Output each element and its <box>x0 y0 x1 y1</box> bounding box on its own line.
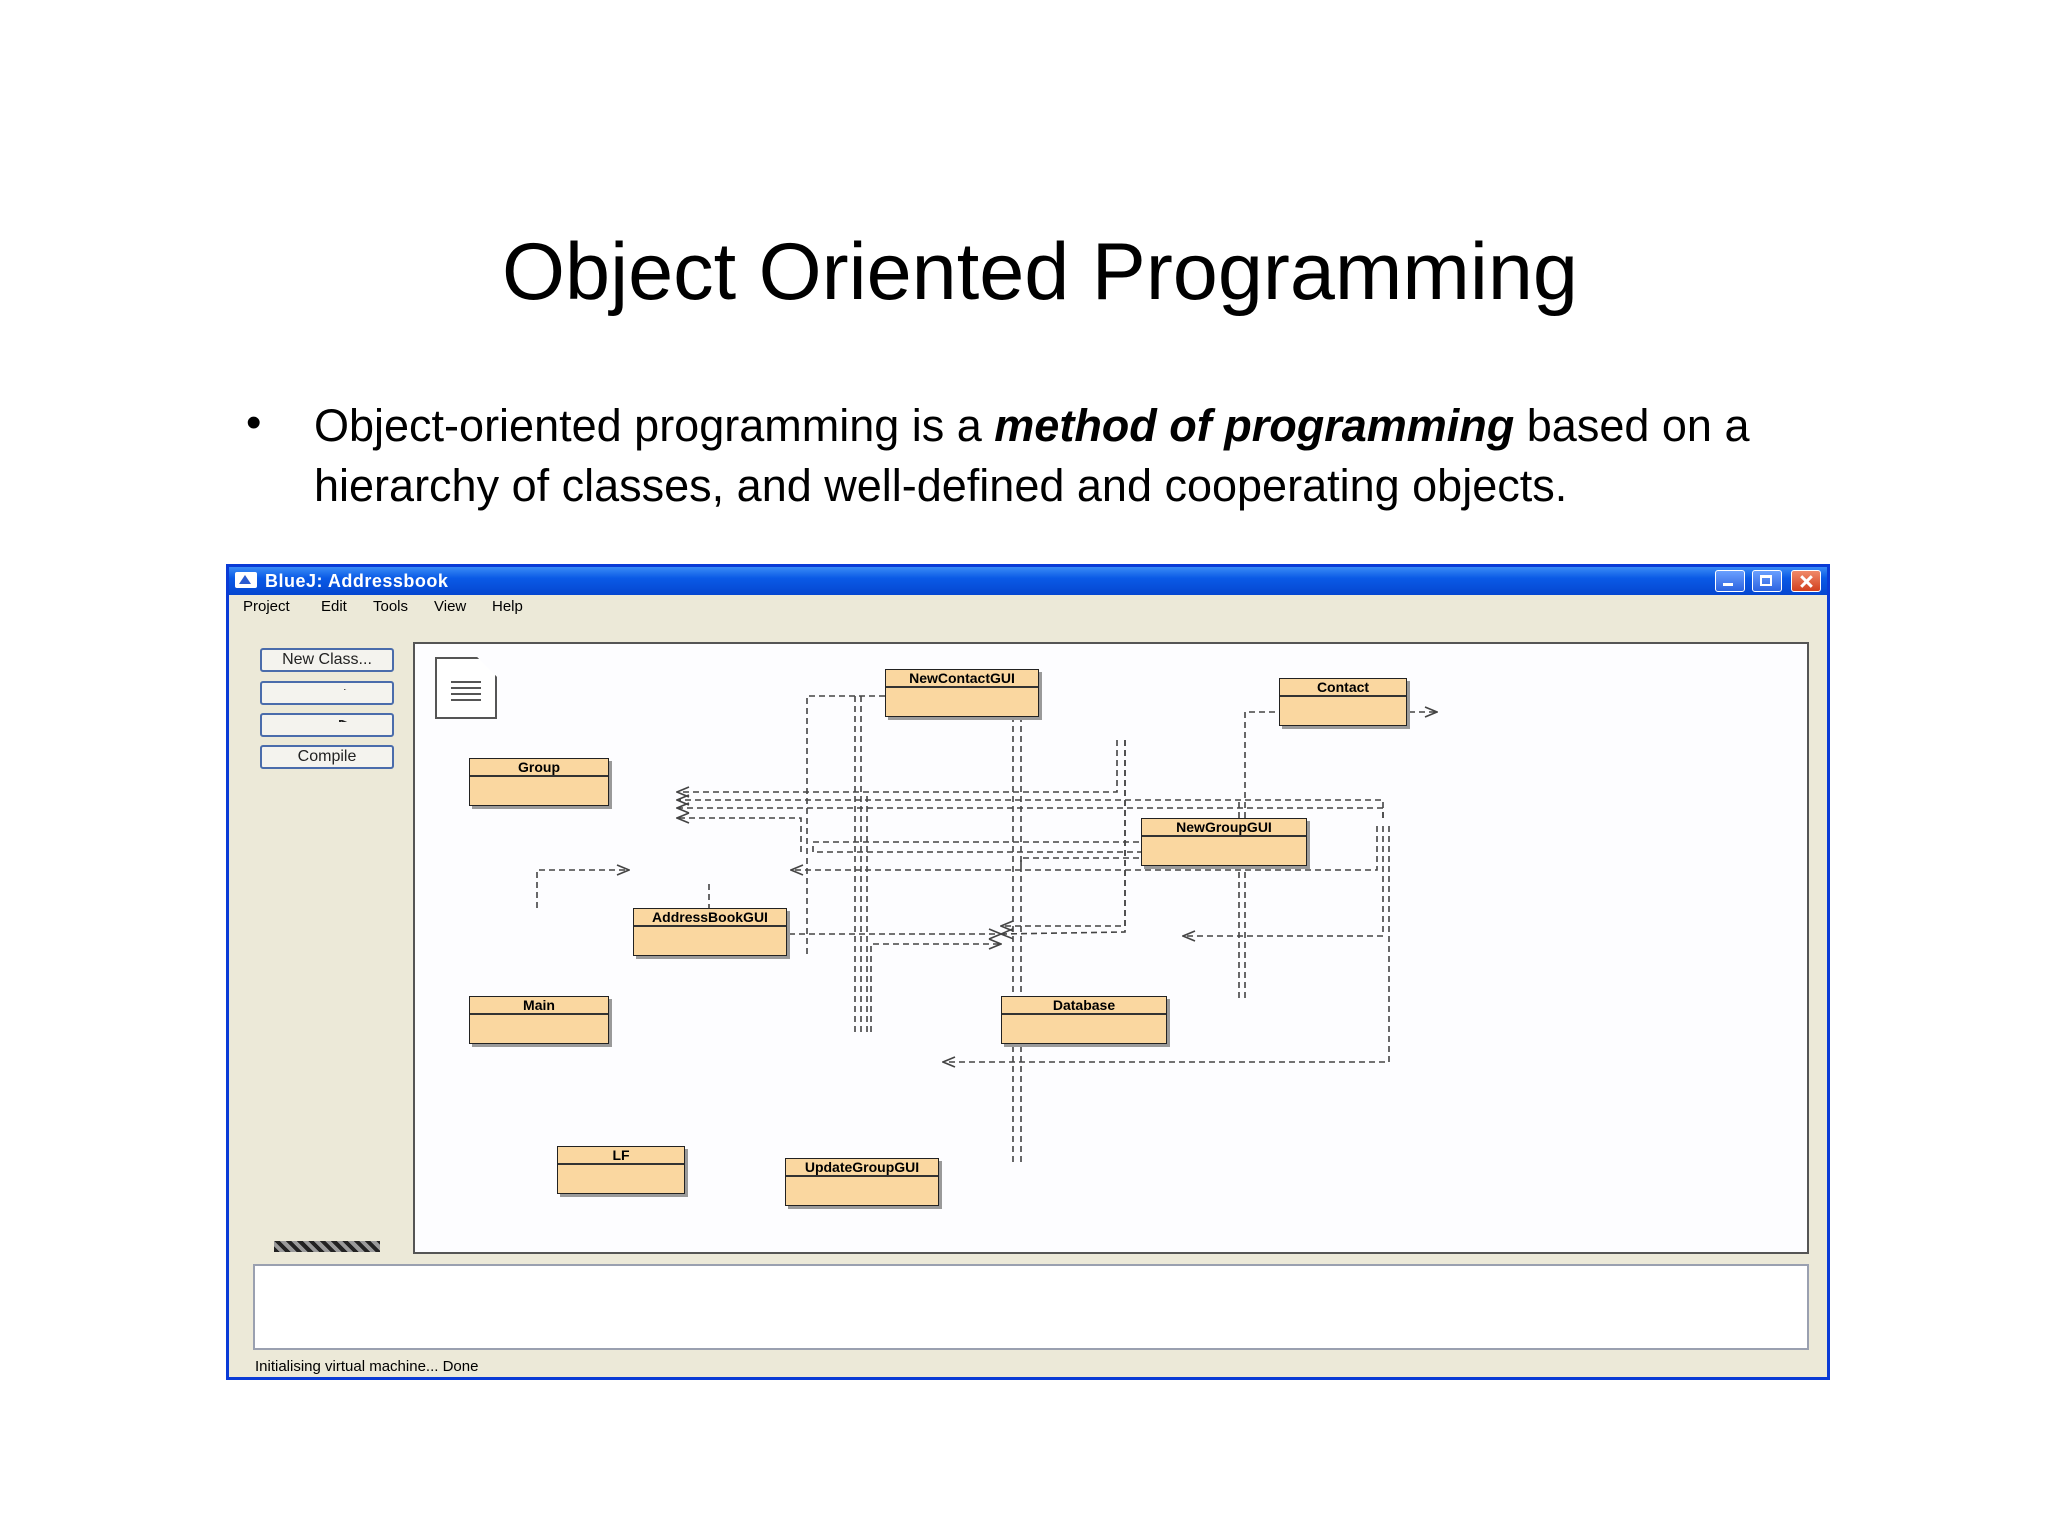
window-titlebar[interactable]: BlueJ: Addressbook <box>229 567 1827 595</box>
vm-activity-indicator <box>274 1241 380 1252</box>
inherits-arrow-icon <box>339 720 348 722</box>
uses-arrow-icon <box>344 689 347 690</box>
close-button[interactable] <box>1791 570 1821 592</box>
class-addressbookgui[interactable]: AddressBookGUI <box>633 908 787 956</box>
bullet-text-before: Object-oriented programming is a <box>314 400 995 451</box>
class-main[interactable]: Main <box>469 996 609 1044</box>
class-name: Main <box>470 997 608 1015</box>
class-lf[interactable]: LF <box>557 1146 685 1194</box>
status-bar-text: Initialising virtual machine... Done <box>255 1358 479 1375</box>
bullet-emphasis: method of programming <box>994 400 1515 451</box>
menu-view[interactable]: View <box>434 598 467 615</box>
inherits-arrow-button[interactable] <box>260 713 394 737</box>
bullet-text-after: based on a hierarchy of classes, and wel… <box>314 400 1750 511</box>
bluej-app-icon[interactable] <box>235 572 257 588</box>
class-newgroupgui[interactable]: NewGroupGUI <box>1141 818 1307 866</box>
window-title: BlueJ: Addressbook <box>265 571 449 591</box>
menu-help[interactable]: Help <box>492 598 523 615</box>
class-group[interactable]: Group <box>469 758 609 806</box>
bullet-text: Object-oriented programming is a method … <box>314 396 1894 516</box>
terminal-output-pane[interactable] <box>253 1264 1809 1350</box>
maximize-button[interactable] <box>1752 570 1782 592</box>
menu-tools[interactable]: Tools <box>373 598 409 615</box>
minimize-button[interactable] <box>1715 570 1745 592</box>
new-class-button[interactable]: New Class... <box>260 648 394 672</box>
class-name: NewGroupGUI <box>1142 819 1306 837</box>
class-updategroupgui[interactable]: UpdateGroupGUI <box>785 1158 939 1206</box>
slide-title: Object Oriented Programming <box>502 227 1578 317</box>
menu-project[interactable]: Project <box>243 598 290 615</box>
class-name: Group <box>470 759 608 777</box>
readme-icon[interactable] <box>435 657 497 719</box>
bluej-window: BlueJ: Addressbook Project Edit Tools Vi… <box>226 564 1830 1380</box>
class-name: AddressBookGUI <box>634 909 786 927</box>
menu-bar: Project Edit Tools View Help <box>229 595 1827 617</box>
class-newcontactgui[interactable]: NewContactGUI <box>885 669 1039 717</box>
class-name: Contact <box>1280 679 1406 697</box>
class-name: NewContactGUI <box>886 670 1038 688</box>
class-name: UpdateGroupGUI <box>786 1159 938 1177</box>
class-contact[interactable]: Contact <box>1279 678 1407 726</box>
class-database[interactable]: Database <box>1001 996 1167 1044</box>
compile-button[interactable]: Compile <box>260 745 394 769</box>
menu-edit[interactable]: Edit <box>321 598 347 615</box>
class-diagram-canvas[interactable]: NewContactGUI Contact Group NewGroupGUI … <box>413 642 1809 1254</box>
class-name: LF <box>558 1147 684 1165</box>
bullet-symbol: • <box>246 398 262 447</box>
class-name: Database <box>1002 997 1166 1015</box>
uses-arrow-button[interactable] <box>260 681 394 705</box>
